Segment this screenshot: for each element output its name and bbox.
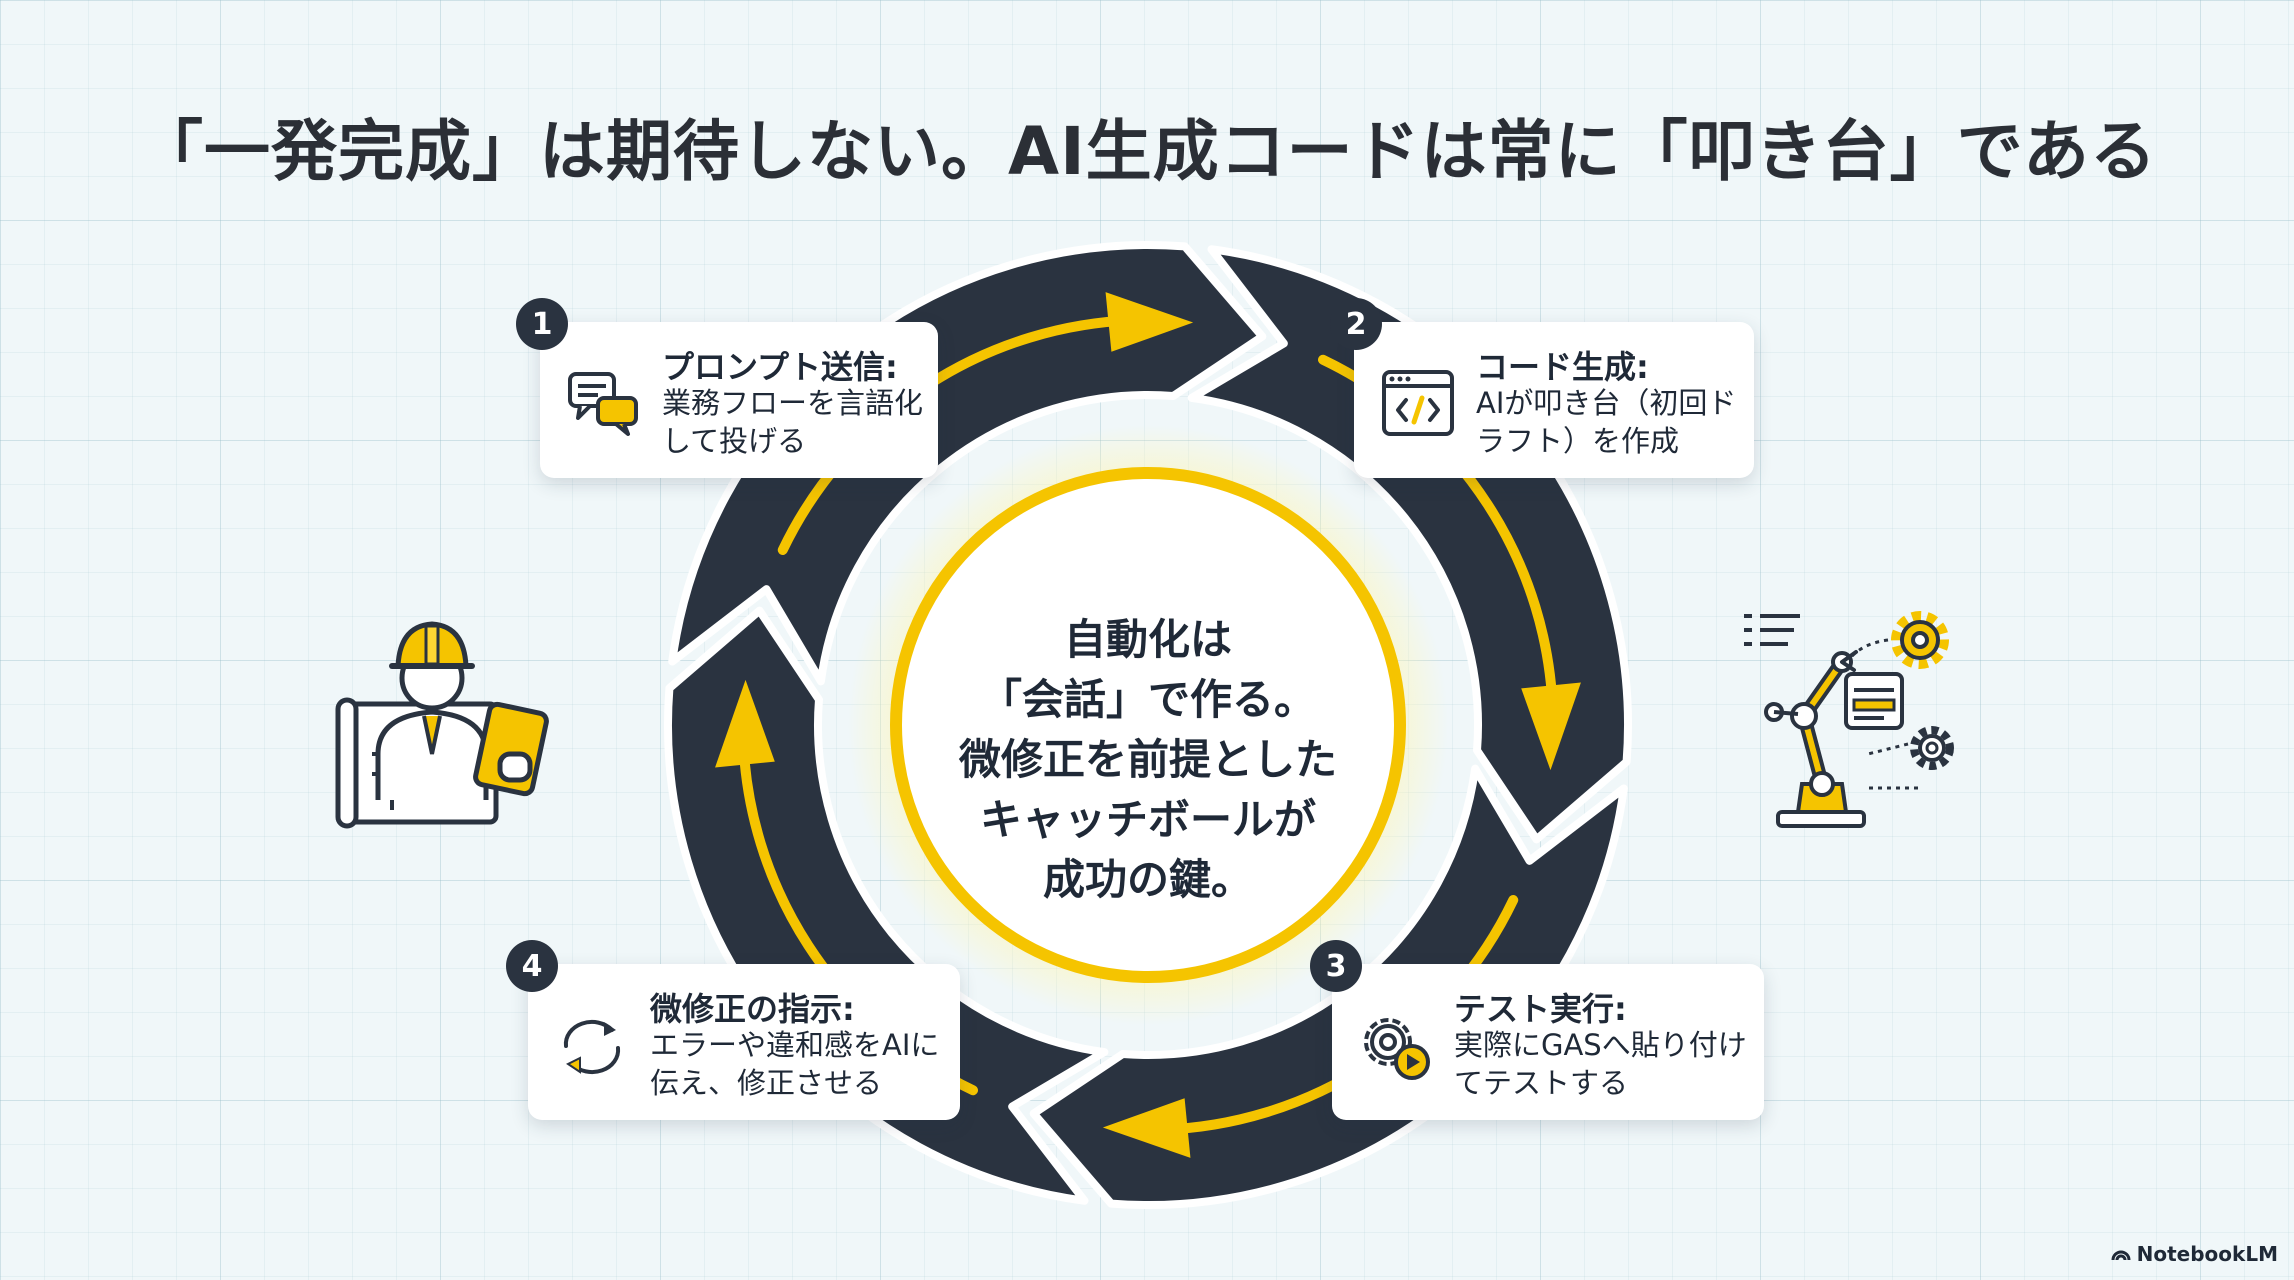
step-number-badge: 2 — [1330, 298, 1382, 350]
center-line: 成功の鍵。 — [1042, 855, 1253, 904]
step-card-1: プロンプト送信: 業務フローを言語化して投げる — [540, 322, 938, 478]
notebooklm-logo-icon — [2111, 1250, 2131, 1261]
center-circle — [890, 467, 1406, 983]
chat-bubbles-icon — [568, 372, 638, 436]
center-line: キャッチボールが — [979, 795, 1316, 844]
brand-name: NotebookLM — [2136, 1242, 2278, 1266]
page-title: 「一発完成」は期待しない。AI生成コードは常に「叩き台」である — [137, 113, 2157, 190]
cycle-arrowhead — [1521, 682, 1581, 771]
engineer-with-tablet-icon — [335, 621, 549, 829]
center-line: 自動化は — [1063, 615, 1232, 664]
code-window-icon — [1382, 370, 1454, 436]
brand-logo: NotebookLM — [2111, 1242, 2278, 1266]
cycle-arrowhead — [715, 679, 775, 768]
center-line: 微修正を前提とした — [958, 735, 1337, 784]
cycle-arrowhead — [1105, 292, 1194, 352]
step-description: AIが叩き台（初回ドラフト）を作成 — [1476, 386, 1737, 458]
step-card-3: テスト実行: 実際にGASへ貼り付けてテストする — [1332, 964, 1764, 1120]
center-line: 「会話」で作る。 — [979, 675, 1316, 724]
step-title: 微修正の指示: — [650, 990, 855, 1028]
refresh-arrows-icon — [563, 1019, 621, 1075]
step-title: コード生成: — [1476, 348, 1649, 386]
center-message: 自動化は 「会話」で作る。 微修正を前提とした キャッチボールが 成功の鍵。 — [898, 560, 1398, 960]
robot-arm-gears-icon — [1744, 611, 1954, 828]
step-title: テスト実行: — [1454, 990, 1627, 1028]
step-description: 業務フローを言語化して投げる — [662, 386, 924, 458]
step-description: 実際にGASへ貼り付けてテストする — [1454, 1028, 1747, 1100]
step-card-4: 微修正の指示: エラーや違和感をAIに伝え、修正させる — [528, 964, 960, 1120]
cycle-arrowhead — [1102, 1098, 1191, 1158]
step-card-2: コード生成: AIが叩き台（初回ドラフト）を作成 — [1354, 322, 1754, 478]
step-number-badge: 1 — [516, 298, 568, 350]
step-description: エラーや違和感をAIに伝え、修正させる — [650, 1028, 940, 1100]
gear-play-icon — [1364, 1018, 1430, 1080]
step-title: プロンプト送信: — [662, 348, 898, 386]
step-number-badge: 3 — [1310, 940, 1362, 992]
step-number-badge: 4 — [506, 940, 558, 992]
